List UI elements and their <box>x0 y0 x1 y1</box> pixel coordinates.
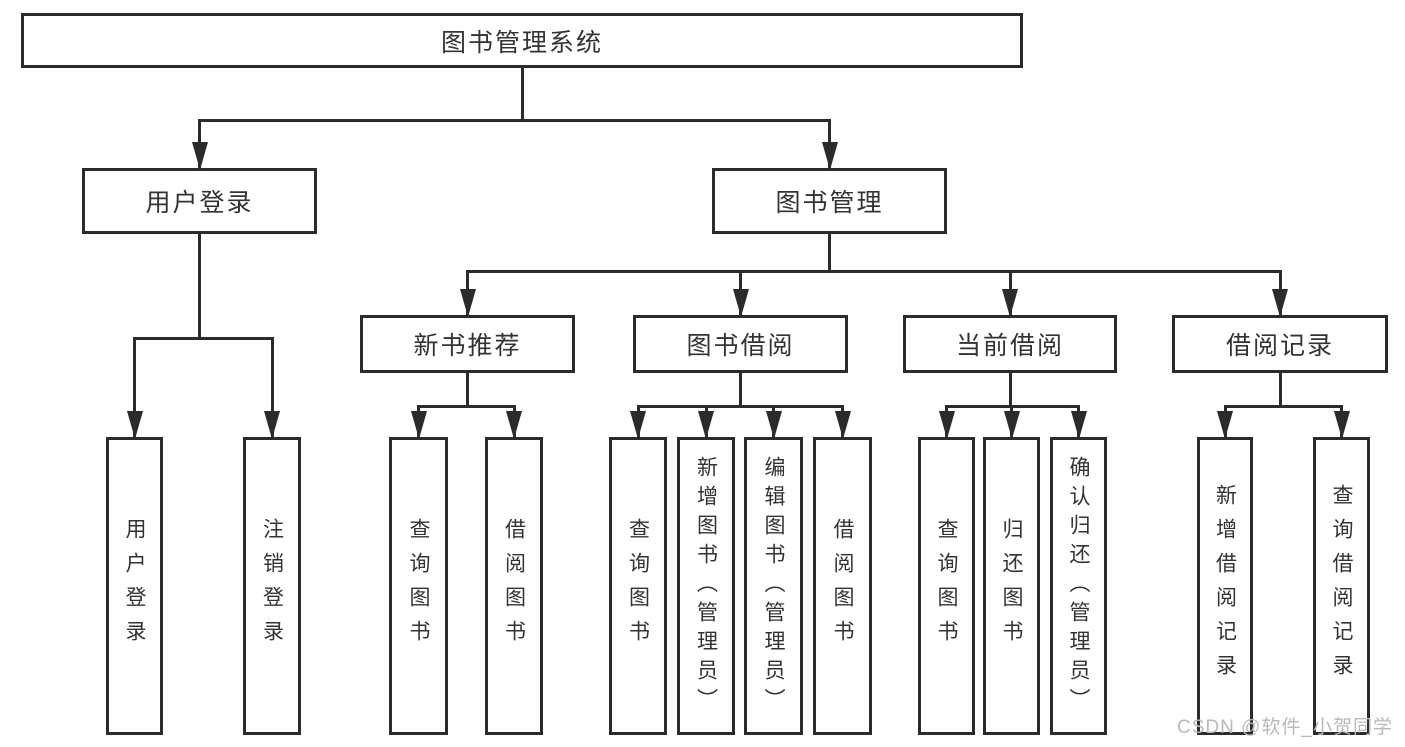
node-leaf-add-book: 新增图书（管理员） <box>677 437 735 735</box>
arrow-down-icon <box>264 411 280 439</box>
arrow-down-icon <box>821 142 838 170</box>
node-label: 借阅图书 <box>831 518 854 654</box>
node-label: 新增借阅记录 <box>1213 484 1237 688</box>
arrow-down-icon <box>410 411 427 439</box>
arrow-down-icon <box>732 289 749 317</box>
node-label: 查询图书 <box>626 518 650 654</box>
node-label: 图书管理 <box>775 189 884 217</box>
connector-drop <box>270 340 274 437</box>
arrow-down-icon <box>765 411 782 439</box>
node-label: 查询图书 <box>935 518 958 654</box>
node-leaf-add-record: 新增借阅记录 <box>1197 437 1253 735</box>
node-label: 图书借阅 <box>686 332 795 360</box>
node-leaf-query-3: 查询图书 <box>918 437 975 735</box>
node-leaf-edit-book: 编辑图书（管理员） <box>744 437 803 735</box>
arrow-down-icon <box>1333 411 1350 439</box>
connector-bar <box>1223 405 1343 408</box>
connector-bar <box>636 405 844 408</box>
connector-bar <box>133 337 274 340</box>
node-label: 图书管理系统 <box>440 28 603 57</box>
node-borrow-record: 借阅记录 <box>1172 315 1388 373</box>
arrow-down-icon <box>834 411 851 439</box>
node-book-mgmt: 图书管理 <box>712 168 947 234</box>
node-leaf-confirm-return: 确认归还（管理员） <box>1050 437 1107 735</box>
arrow-down-icon <box>459 289 476 317</box>
node-leaf-query-record: 查询借阅记录 <box>1313 437 1370 735</box>
node-leaf-return: 归还图书 <box>983 437 1040 735</box>
arrow-down-icon <box>1003 411 1020 439</box>
node-leaf-logout: 注销登录 <box>243 437 301 735</box>
connector-stub <box>520 68 524 122</box>
arrow-down-icon <box>126 411 143 439</box>
arrow-down-icon <box>506 411 522 439</box>
node-label: 归还图书 <box>1000 518 1023 654</box>
arrow-down-icon <box>630 411 646 439</box>
connector-stub <box>198 234 201 340</box>
connector-stub <box>466 373 469 408</box>
node-label: 新增图书（管理员） <box>694 455 718 717</box>
connector-stub <box>828 234 831 273</box>
node-label: 当前借阅 <box>955 332 1064 360</box>
node-leaf-borrow-1: 借阅图书 <box>485 437 543 735</box>
node-leaf-query-2: 查询图书 <box>609 437 667 735</box>
node-leaf-query-1: 查询图书 <box>389 437 448 735</box>
node-label: 借阅图书 <box>502 518 526 654</box>
connector-bar <box>945 405 1080 408</box>
node-label: 新书推荐 <box>413 332 522 360</box>
connector-stub <box>739 373 742 408</box>
connector-bar <box>466 270 1282 273</box>
node-book-borrow: 图书借阅 <box>633 315 848 373</box>
node-label: 确认归还（管理员） <box>1067 455 1090 717</box>
connector-stub <box>1008 373 1012 408</box>
node-label: 用户登录 <box>145 189 254 217</box>
node-new-book-rec: 新书推荐 <box>360 315 575 373</box>
node-label: 用户登录 <box>123 518 146 654</box>
arrow-down-icon <box>698 411 714 439</box>
node-label: 查询借阅记录 <box>1330 484 1353 688</box>
node-label: 借阅记录 <box>1225 332 1334 360</box>
arrow-down-icon <box>1070 411 1087 439</box>
arrow-down-icon <box>1217 411 1233 439</box>
node-label: 查询图书 <box>407 518 430 654</box>
node-leaf-user-login: 用户登录 <box>106 437 163 735</box>
connector-bar <box>198 119 831 122</box>
node-label: 注销登录 <box>260 518 284 654</box>
connector-bar <box>417 405 516 408</box>
arrow-down-icon <box>1002 289 1018 317</box>
node-leaf-borrow-2: 借阅图书 <box>813 437 872 735</box>
connector-drop <box>133 340 136 437</box>
node-current-borrow: 当前借阅 <box>903 315 1117 373</box>
arrow-down-icon <box>1272 289 1288 317</box>
node-label: 编辑图书（管理员） <box>762 455 785 717</box>
watermark: CSDN @软件_小贺同学 <box>1177 717 1393 738</box>
arrow-down-icon <box>191 142 208 170</box>
arrow-down-icon <box>938 411 955 439</box>
connector-stub <box>1278 373 1282 408</box>
node-user-login: 用户登录 <box>82 168 317 234</box>
node-system: 图书管理系统 <box>21 13 1023 68</box>
